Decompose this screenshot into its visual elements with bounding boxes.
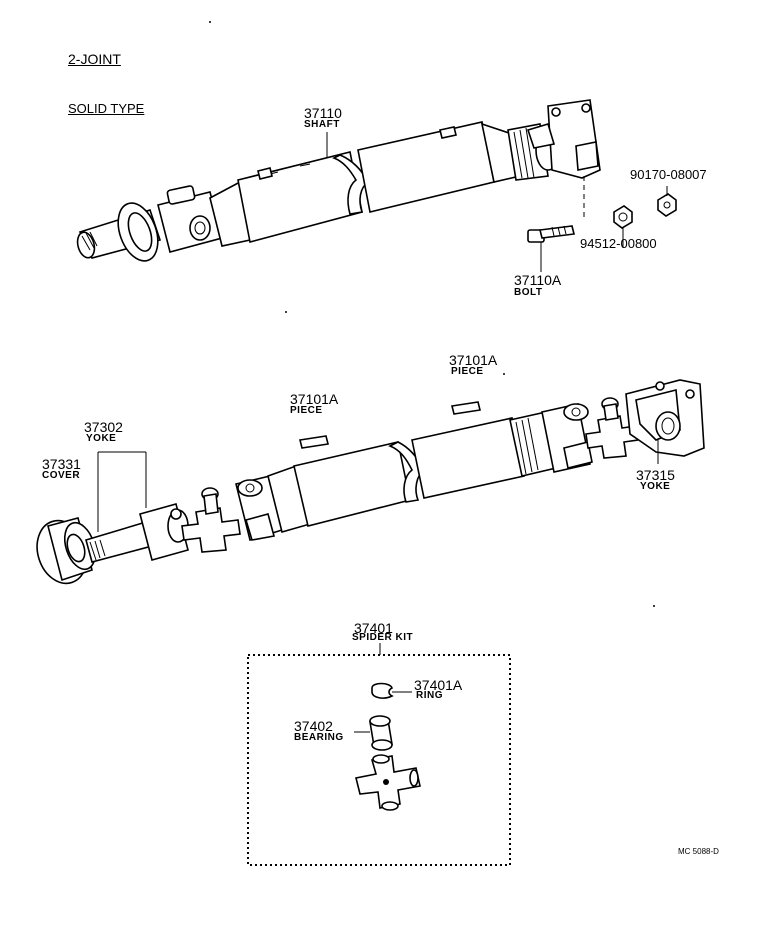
ring-number: 37401A xyxy=(414,677,463,693)
shaft-name: SHAFT xyxy=(304,119,340,130)
spider-kit-box xyxy=(247,654,511,866)
bearing-name: BEARING xyxy=(294,732,344,743)
piece-right xyxy=(451,401,481,415)
yoke-rear-number: 37315 xyxy=(636,467,675,483)
yoke-front-bracket xyxy=(97,451,147,532)
bolt-number: 37110A xyxy=(514,272,562,288)
bearing-37402 xyxy=(354,715,393,751)
spider-cross xyxy=(355,754,421,811)
ring-name: RING xyxy=(416,690,443,701)
upper-propeller-shaft xyxy=(76,99,601,262)
nut-90170 xyxy=(657,193,677,217)
nut-a-number: 90170-08007 xyxy=(630,167,707,182)
yoke-front-number: 37302 xyxy=(84,419,123,435)
bearing-number: 37402 xyxy=(294,718,333,734)
bolt-37110a xyxy=(527,225,575,243)
nut-94512 xyxy=(613,205,633,229)
spider-exploded-rear xyxy=(585,397,639,459)
nut-b-number: 94512-00800 xyxy=(580,236,657,251)
spider-kit-number: 37401 xyxy=(354,620,393,636)
piece-right-number: 37101A xyxy=(449,352,498,368)
cover-number: 37331 xyxy=(42,456,81,472)
piece-right-name: PIECE xyxy=(451,366,484,377)
piece-left-number: 37101A xyxy=(290,391,339,407)
bolt-name: BOLT xyxy=(514,287,543,298)
spider-exploded-front xyxy=(181,487,241,553)
heading-solid-type: SOLID TYPE xyxy=(68,101,145,116)
yoke-rear-name: YOKE xyxy=(640,481,671,492)
yoke-front-name: YOKE xyxy=(86,433,117,444)
heading-joint: 2-JOINT xyxy=(68,51,121,67)
reference-code: MC 5088-D xyxy=(678,847,719,856)
spider-kit-name: SPIDER KIT xyxy=(352,632,414,643)
cover-name: COVER xyxy=(42,470,81,481)
piece-left xyxy=(299,435,329,449)
lower-propeller-shaft-exploded xyxy=(36,379,705,585)
ring-37401a xyxy=(371,682,412,699)
shaft-number: 37110 xyxy=(304,105,342,121)
piece-left-name: PIECE xyxy=(290,405,323,416)
